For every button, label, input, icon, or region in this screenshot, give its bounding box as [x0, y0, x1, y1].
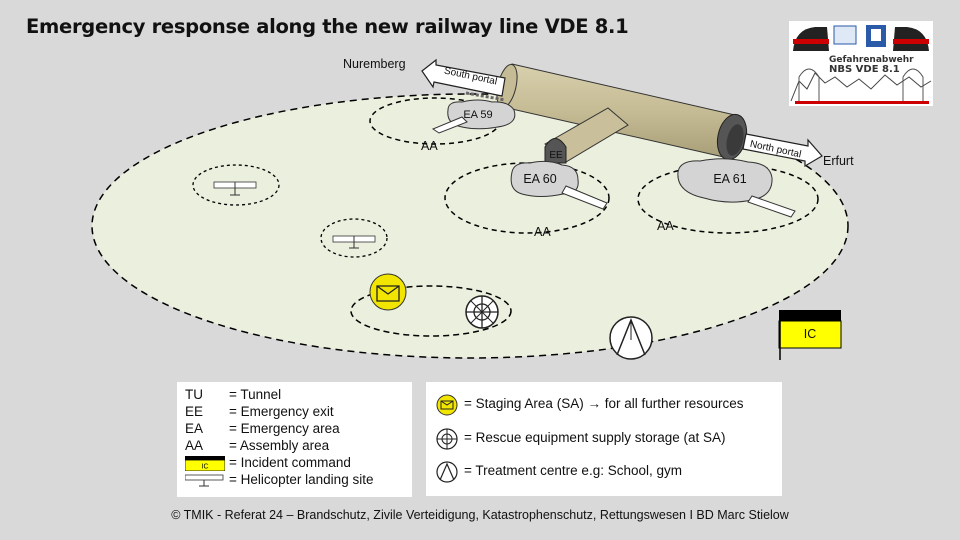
staging-area-icon: [369, 273, 407, 311]
legend-abbreviations: TU = Tunnel EE = Emergency exit EA = Eme…: [177, 382, 412, 497]
logo-caption: Gefahrenabwehr NBS VDE 8.1: [829, 55, 914, 75]
footer-credit: © TMIK - Referat 24 – Brandschutz, Zivil…: [171, 508, 789, 522]
ea60-label: EA 60: [523, 172, 556, 186]
svg-text:IC: IC: [804, 327, 817, 341]
logo-nbs-vde: Gefahrenabwehr NBS VDE 8.1: [789, 21, 933, 106]
staging-area-icon: [436, 394, 458, 416]
treatment-centre-icon: [436, 461, 458, 483]
operational-area: [91, 93, 849, 359]
ea61-label: EA 61: [713, 172, 746, 186]
nuremberg-label: Nuremberg: [343, 57, 406, 71]
south-portal-arrow: South portal: [421, 58, 506, 97]
page-title: Emergency response along the new railway…: [26, 15, 629, 38]
ea59-label: EA 59: [463, 109, 492, 121]
incident-command-flag-icon: IC: [184, 456, 226, 474]
incident-command-flag: IC: [778, 310, 842, 360]
staging-area-zone: [350, 285, 512, 337]
rescue-equipment-icon: [436, 428, 458, 450]
aa-label-2: AA: [534, 225, 551, 239]
tunnel-main: [496, 63, 748, 161]
tunnel-branch: [544, 107, 629, 164]
helicopter-landing-site-1: [192, 164, 280, 206]
svg-text:IC: IC: [202, 464, 209, 471]
legend-symbols: = Staging Area (SA) → for all further re…: [426, 382, 782, 496]
aa-label-1: AA: [421, 139, 438, 153]
treatment-centre-icon: [609, 316, 653, 360]
ee-label: EE: [549, 150, 563, 161]
logo-line-2: NBS VDE 8.1: [829, 64, 900, 75]
rescue-equipment-icon: [465, 295, 499, 329]
ea60-zone: [444, 162, 610, 234]
erfurt-label: Erfurt: [823, 154, 854, 168]
logo-line-1: Gefahrenabwehr: [829, 55, 914, 65]
helicopter-landing-icon: [184, 473, 225, 491]
helicopter-landing-site-2: [320, 218, 388, 258]
aa-label-3: AA: [657, 219, 674, 233]
